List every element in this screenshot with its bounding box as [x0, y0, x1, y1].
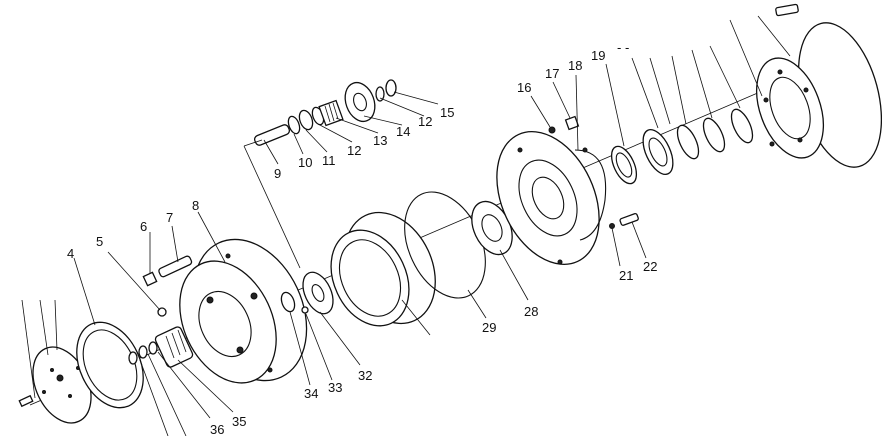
callout-7: 7 — [166, 210, 173, 225]
sun-gear-part-35 — [154, 326, 194, 368]
nut-part-16 — [548, 126, 556, 134]
thrust-plate-part-32 — [302, 271, 334, 315]
planet-gear-part-14 — [344, 81, 376, 123]
screw-part-33 — [301, 306, 309, 314]
shaft-part-9 — [253, 124, 291, 146]
callout-19: 19 — [591, 48, 605, 63]
callout-35: 35 — [232, 414, 246, 429]
retaining-ring-b — [702, 117, 726, 153]
needle-bearing-part-13 — [318, 99, 344, 127]
washer-part-21 — [609, 223, 615, 229]
callout-28: 28 — [524, 304, 538, 319]
seal-part-19 — [610, 145, 638, 185]
callout-14: 14 — [396, 124, 410, 139]
ring-part-10 — [287, 115, 301, 135]
callout-21: 21 — [619, 268, 633, 283]
bolt-part-17 — [564, 115, 580, 131]
callout-34: 34 — [304, 386, 318, 401]
callout-32: 32 — [358, 368, 372, 383]
callout-6: 6 — [140, 219, 147, 234]
cover-bolt — [18, 394, 34, 408]
callout-10: 10 — [298, 155, 312, 170]
callout-12a: 12 — [347, 143, 361, 158]
callout-5: 5 — [96, 234, 103, 249]
callout-dash: - - — [617, 40, 629, 55]
circlip-part-15 — [385, 79, 397, 97]
retaining-ring-c — [730, 108, 754, 144]
pin-part-7 — [158, 255, 193, 278]
callout-4: 4 — [67, 246, 74, 261]
ring-part-11 — [298, 109, 314, 131]
callout-33: 33 — [328, 380, 342, 395]
retaining-ring-a — [676, 124, 700, 160]
callout-18: 18 — [568, 58, 582, 73]
ring-part-34 — [280, 291, 296, 313]
leader-lines — [21, 15, 791, 436]
callout-22: 22 — [643, 259, 657, 274]
washer-part-36 — [128, 341, 158, 365]
callout-9: 9 — [274, 166, 281, 181]
callout-29: 29 — [482, 320, 496, 335]
callout-15: 15 — [440, 105, 454, 120]
bolt-part-22 — [619, 213, 639, 226]
callout-16: 16 — [517, 80, 531, 95]
bolt-part-6 — [142, 271, 158, 287]
callout-8: 8 — [192, 198, 199, 213]
output-flange — [756, 22, 882, 168]
flange-bolt — [775, 3, 799, 17]
hub-housing-part-18 — [496, 130, 607, 266]
callout-12b: 12 — [418, 114, 432, 129]
callout-11: 11 — [322, 153, 336, 168]
bearing-part-28 — [471, 200, 513, 256]
ring-gear — [330, 211, 436, 327]
callout-13: 13 — [373, 133, 387, 148]
callout-36: 36 — [210, 422, 224, 436]
leader-bracket — [243, 145, 301, 269]
bearing-sleeve — [642, 129, 674, 175]
planet-carrier-part-8 — [179, 238, 308, 384]
washer-part-12b — [375, 86, 385, 102]
callout-17: 17 — [545, 66, 559, 81]
